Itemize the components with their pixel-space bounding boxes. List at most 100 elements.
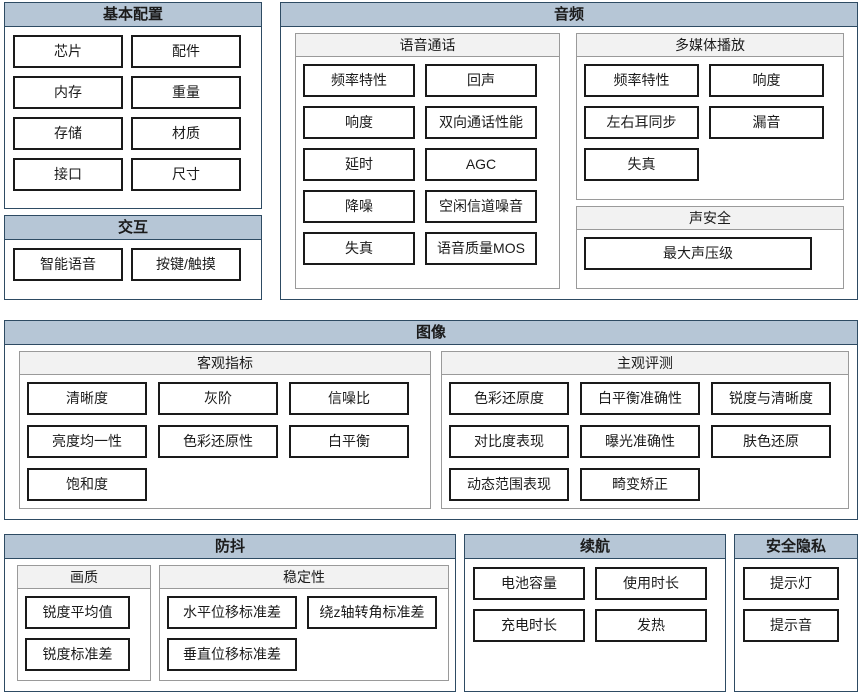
subpanel-title-stability: 稳定性 <box>160 566 448 589</box>
item-box[interactable]: 锐度平均值 <box>25 596 130 629</box>
item-grid-picture-quality: 锐度平均值 锐度标准差 <box>25 596 143 671</box>
item-box[interactable]: 芯片 <box>13 35 123 68</box>
item-box[interactable]: 发热 <box>595 609 707 642</box>
item-box[interactable]: 延时 <box>303 148 415 181</box>
item-box[interactable]: 动态范围表现 <box>449 468 569 501</box>
subpanel-body-subjective-evaluation: 色彩还原度 白平衡准确性 锐度与清晰度 对比度表现 曝光准确性 肤色还原 动态范… <box>442 375 848 508</box>
item-box[interactable]: 清晰度 <box>27 382 147 415</box>
item-box[interactable]: 内存 <box>13 76 123 109</box>
subpanel-body-multimedia-playback: 频率特性 响度 左右耳同步 漏音 失真 <box>577 57 843 188</box>
category-body-security-privacy: 提示灯 提示音 <box>735 559 857 650</box>
item-box[interactable]: 肤色还原 <box>711 425 831 458</box>
item-box[interactable]: 充电时长 <box>473 609 585 642</box>
item-grid-sound-safety: 最大声压级 <box>584 237 836 270</box>
item-box[interactable]: 饱和度 <box>27 468 147 501</box>
item-box[interactable]: 响度 <box>709 64 824 97</box>
item-box[interactable]: 畸变矫正 <box>580 468 700 501</box>
category-title-audio: 音频 <box>281 3 857 27</box>
item-grid-subjective-evaluation: 色彩还原度 白平衡准确性 锐度与清晰度 对比度表现 曝光准确性 肤色还原 动态范… <box>449 382 841 501</box>
category-body-interaction: 智能语音 按键/触摸 <box>5 240 261 289</box>
category-title-security-privacy: 安全隐私 <box>735 535 857 559</box>
item-box[interactable]: 锐度标准差 <box>25 638 130 671</box>
item-box[interactable]: 白平衡 <box>289 425 409 458</box>
subpanel-body-sound-safety: 最大声压级 <box>577 230 843 277</box>
item-box[interactable]: 绕z轴转角标准差 <box>307 596 437 629</box>
item-box[interactable]: 亮度均一性 <box>27 425 147 458</box>
item-box[interactable]: 降噪 <box>303 190 415 223</box>
item-box[interactable]: 配件 <box>131 35 241 68</box>
subpanel-subjective-evaluation: 主观评测 色彩还原度 白平衡准确性 锐度与清晰度 对比度表现 曝光准确性 肤色还… <box>441 351 849 509</box>
subpanel-title-subjective-evaluation: 主观评测 <box>442 352 848 375</box>
item-grid-basic-config: 芯片 配件 内存 重量 存储 材质 接口 尺寸 <box>13 35 253 191</box>
item-box[interactable]: 重量 <box>131 76 241 109</box>
item-box[interactable]: 提示灯 <box>743 567 839 600</box>
item-grid-battery: 电池容量 使用时长 充电时长 发热 <box>473 567 717 642</box>
item-box[interactable]: 水平位移标准差 <box>167 596 297 629</box>
item-box[interactable]: 接口 <box>13 158 123 191</box>
subpanel-title-picture-quality: 画质 <box>18 566 150 589</box>
item-box[interactable]: 智能语音 <box>13 248 123 281</box>
subpanel-title-objective-metrics: 客观指标 <box>20 352 430 375</box>
item-box[interactable]: 灰阶 <box>158 382 278 415</box>
item-box[interactable]: 锐度与清晰度 <box>711 382 831 415</box>
item-box[interactable]: 曝光准确性 <box>580 425 700 458</box>
item-grid-multimedia-playback: 频率特性 响度 左右耳同步 漏音 失真 <box>584 64 836 181</box>
item-box[interactable]: 响度 <box>303 106 415 139</box>
category-panel-stabilization: 防抖 画质 锐度平均值 锐度标准差 稳定性 水平位移标准差 绕z轴转角标准差 垂… <box>4 534 456 692</box>
subpanel-body-stability: 水平位移标准差 绕z轴转角标准差 垂直位移标准差 <box>160 589 448 678</box>
subpanel-title-voice-call: 语音通话 <box>296 34 559 57</box>
item-box[interactable]: 材质 <box>131 117 241 150</box>
item-grid-voice-call: 频率特性 回声 响度 双向通话性能 延时 AGC 降噪 空闲信道噪音 失真 语音… <box>303 64 552 265</box>
item-box[interactable]: 按键/触摸 <box>131 248 241 281</box>
subpanel-multimedia-playback: 多媒体播放 频率特性 响度 左右耳同步 漏音 失真 <box>576 33 844 200</box>
item-box[interactable]: 双向通话性能 <box>425 106 537 139</box>
subpanel-body-objective-metrics: 清晰度 灰阶 信噪比 亮度均一性 色彩还原性 白平衡 饱和度 <box>20 375 430 508</box>
category-title-image: 图像 <box>5 321 857 345</box>
category-title-basic-config: 基本配置 <box>5 3 261 27</box>
subpanel-body-picture-quality: 锐度平均值 锐度标准差 <box>18 589 150 678</box>
subpanel-title-multimedia-playback: 多媒体播放 <box>577 34 843 57</box>
item-grid-interaction: 智能语音 按键/触摸 <box>13 248 253 281</box>
item-box[interactable]: 回声 <box>425 64 537 97</box>
item-box[interactable]: 语音质量MOS <box>425 232 537 265</box>
item-box[interactable]: 信噪比 <box>289 382 409 415</box>
item-grid-stability: 水平位移标准差 绕z轴转角标准差 垂直位移标准差 <box>167 596 441 671</box>
category-panel-audio: 音频 语音通话 频率特性 回声 响度 双向通话性能 延时 AGC 降噪 空闲信道… <box>280 2 858 300</box>
item-box[interactable]: 频率特性 <box>584 64 699 97</box>
item-box[interactable]: 电池容量 <box>473 567 585 600</box>
item-box[interactable]: 提示音 <box>743 609 839 642</box>
item-box[interactable]: 色彩还原度 <box>449 382 569 415</box>
category-panel-interaction: 交互 智能语音 按键/触摸 <box>4 215 262 300</box>
subpanel-objective-metrics: 客观指标 清晰度 灰阶 信噪比 亮度均一性 色彩还原性 白平衡 饱和度 <box>19 351 431 509</box>
subpanel-stability: 稳定性 水平位移标准差 绕z轴转角标准差 垂直位移标准差 <box>159 565 449 681</box>
item-box[interactable]: 最大声压级 <box>584 237 812 270</box>
category-title-stabilization: 防抖 <box>5 535 455 559</box>
item-box[interactable]: AGC <box>425 148 537 181</box>
item-box[interactable]: 对比度表现 <box>449 425 569 458</box>
item-box[interactable]: 垂直位移标准差 <box>167 638 297 671</box>
subpanel-body-voice-call: 频率特性 回声 响度 双向通话性能 延时 AGC 降噪 空闲信道噪音 失真 语音… <box>296 57 559 272</box>
item-box[interactable]: 存储 <box>13 117 123 150</box>
category-body-battery: 电池容量 使用时长 充电时长 发热 <box>465 559 725 650</box>
category-panel-image: 图像 客观指标 清晰度 灰阶 信噪比 亮度均一性 色彩还原性 白平衡 饱和度 主… <box>4 320 858 520</box>
item-box[interactable]: 频率特性 <box>303 64 415 97</box>
category-panel-battery: 续航 电池容量 使用时长 充电时长 发热 <box>464 534 726 692</box>
item-grid-security-privacy: 提示灯 提示音 <box>743 567 849 642</box>
subpanel-voice-call: 语音通话 频率特性 回声 响度 双向通话性能 延时 AGC 降噪 空闲信道噪音 … <box>295 33 560 289</box>
category-body-basic-config: 芯片 配件 内存 重量 存储 材质 接口 尺寸 <box>5 27 261 199</box>
item-box[interactable]: 空闲信道噪音 <box>425 190 537 223</box>
category-title-interaction: 交互 <box>5 216 261 240</box>
item-box[interactable]: 失真 <box>584 148 699 181</box>
item-box[interactable]: 白平衡准确性 <box>580 382 700 415</box>
subpanel-title-sound-safety: 声安全 <box>577 207 843 230</box>
subpanel-picture-quality: 画质 锐度平均值 锐度标准差 <box>17 565 151 681</box>
item-box[interactable]: 使用时长 <box>595 567 707 600</box>
item-box[interactable]: 漏音 <box>709 106 824 139</box>
item-box[interactable]: 左右耳同步 <box>584 106 699 139</box>
item-box[interactable]: 失真 <box>303 232 415 265</box>
item-box[interactable]: 尺寸 <box>131 158 241 191</box>
item-box[interactable]: 色彩还原性 <box>158 425 278 458</box>
category-title-battery: 续航 <box>465 535 725 559</box>
subpanel-sound-safety: 声安全 最大声压级 <box>576 206 844 289</box>
